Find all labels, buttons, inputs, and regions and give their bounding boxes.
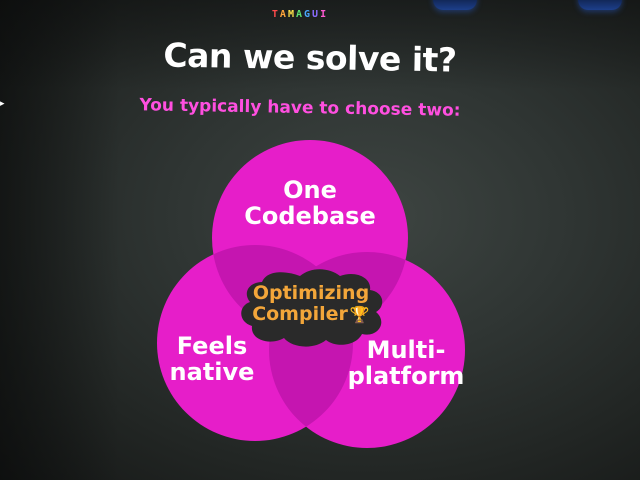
venn-label-line: Feels (176, 332, 248, 360)
stage-light-icon (578, 0, 622, 10)
brand-logo: TAMAGUI (260, 9, 340, 20)
pointer-icon: ▸ (0, 99, 5, 109)
stage-light-icon (433, 0, 477, 10)
venn-center-line: Optimizing (252, 282, 370, 304)
brand-letter: U (312, 9, 321, 20)
venn-label-codebase: One Codebase (228, 176, 392, 230)
brand-letter: G (304, 9, 313, 20)
venn-label-platform: Multi- platform (336, 336, 476, 390)
venn-label-line: native (169, 357, 255, 386)
brand-letter: T (271, 9, 280, 20)
screen-shadow (0, 0, 120, 480)
venn-center-line: Compiler (252, 302, 348, 325)
brand-letter: I (320, 9, 329, 20)
screen-shadow-top (0, 0, 640, 90)
venn-label-line: Codebase (244, 201, 376, 230)
brand-letter: A (279, 9, 288, 20)
trophy-icon: 🏆 (349, 304, 370, 324)
center-blob (241, 269, 383, 347)
brand-letter: M (287, 9, 296, 20)
brand-letter: A (295, 9, 305, 20)
venn-label-line: One (283, 176, 337, 204)
venn-center-label: Optimizing Compiler🏆 (236, 283, 386, 324)
venn-label-native: Feels native (152, 332, 272, 386)
venn-label-line: Multi- (366, 336, 446, 364)
venn-label-line: platform (347, 361, 465, 390)
